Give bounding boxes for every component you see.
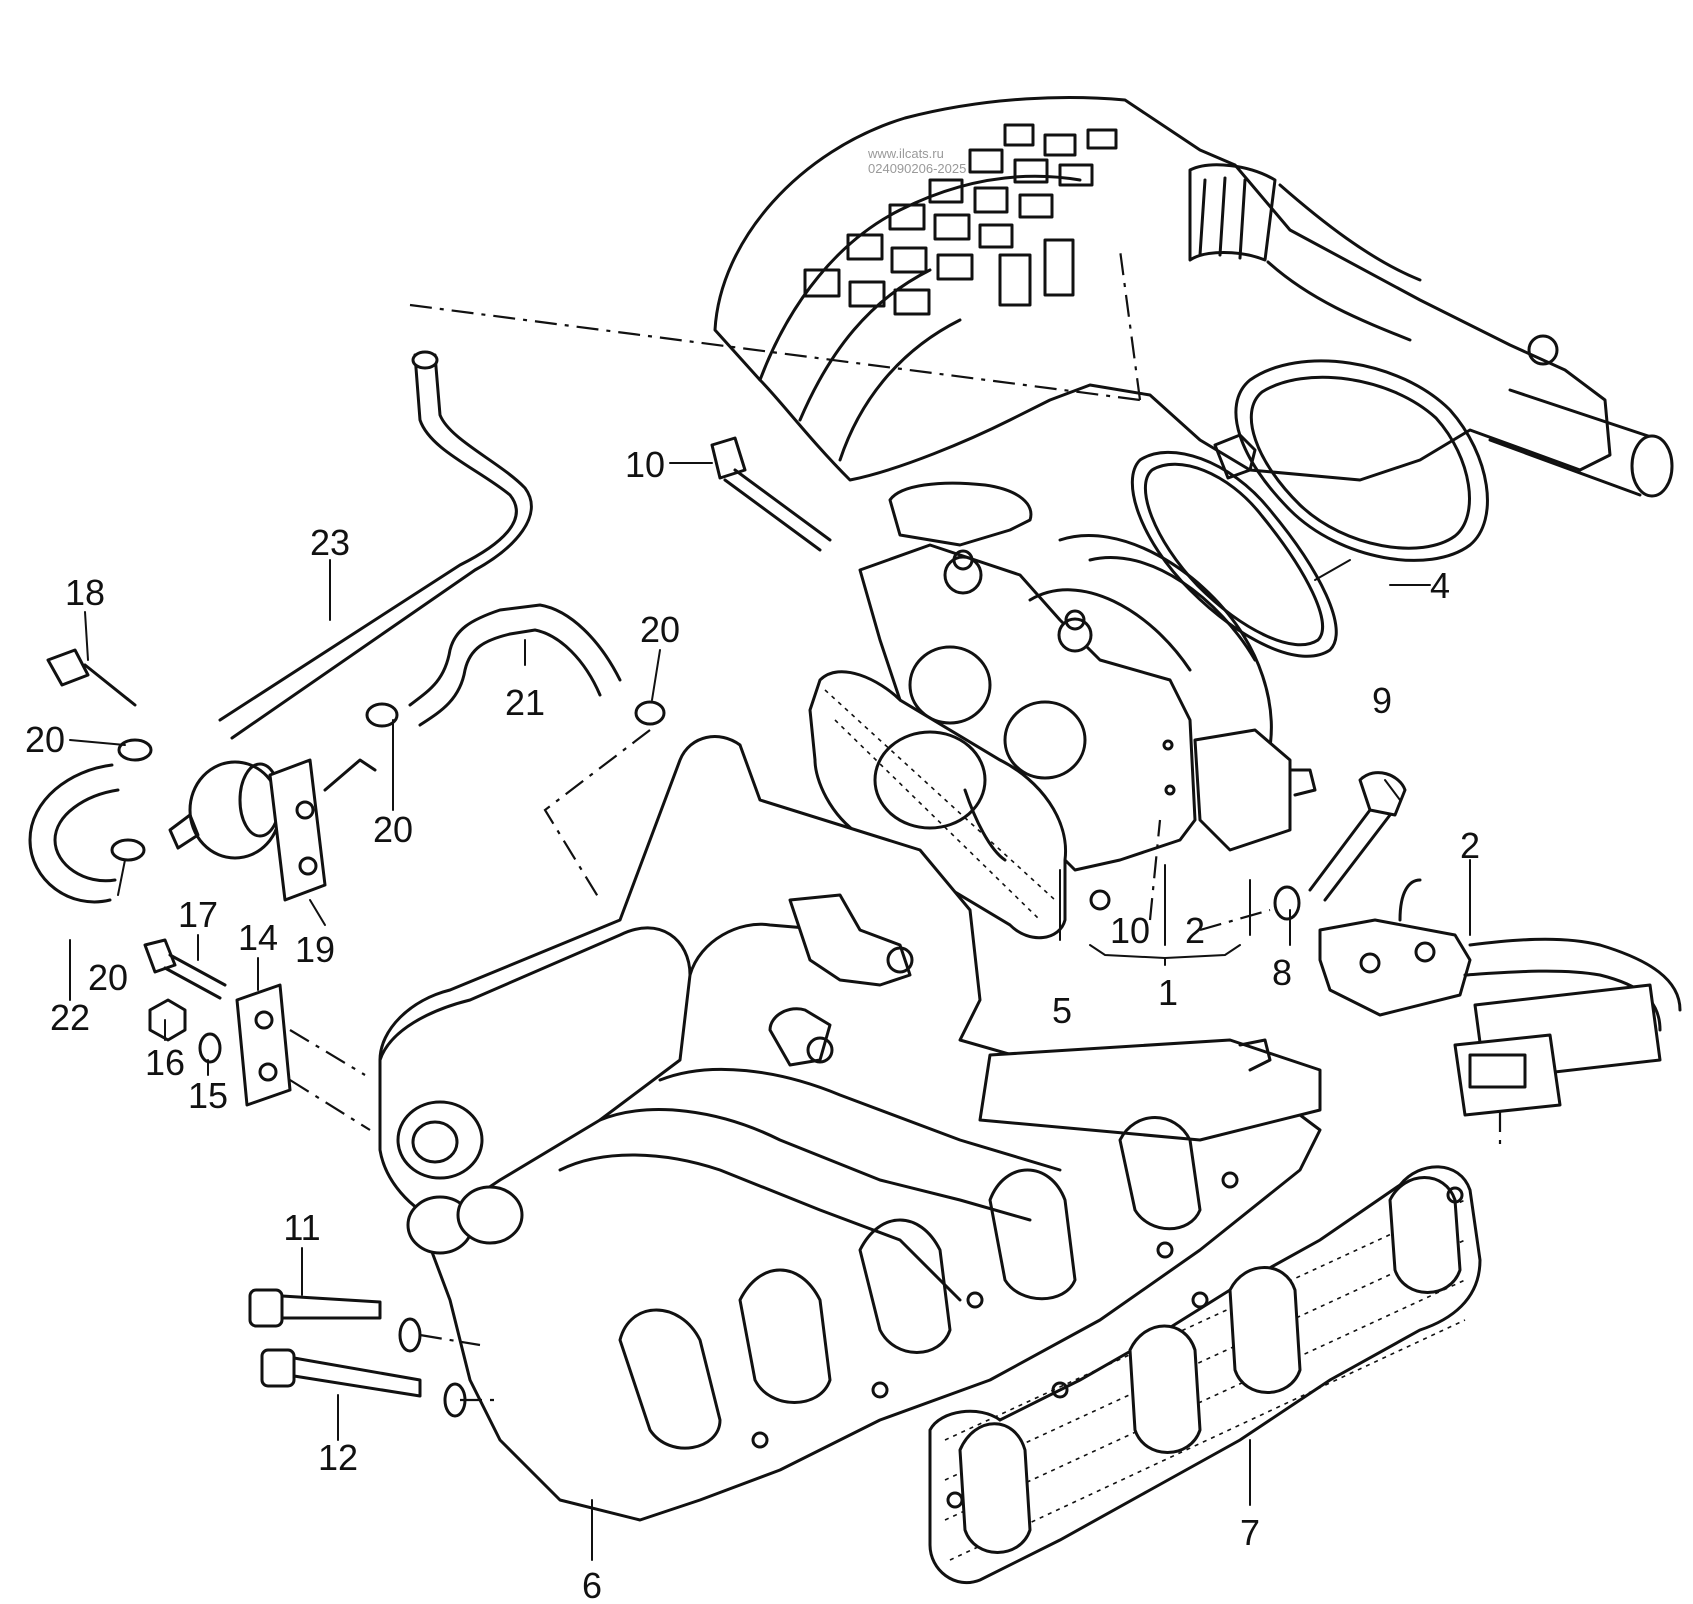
hose-clamp-lower-left	[110, 838, 146, 862]
watermark: www.ilcats.ru 024090206-2025	[867, 146, 966, 176]
air-intake-hood	[713, 96, 1674, 498]
callout-2-connector: 2	[1460, 825, 1480, 866]
callout-1: 1	[1158, 972, 1178, 1013]
bolt-17	[143, 938, 227, 1000]
throttle-connector	[1318, 878, 1682, 1117]
hose-21	[408, 603, 622, 727]
bolt-11	[248, 1288, 422, 1353]
screw-upper	[710, 436, 832, 552]
callout-6: 6	[582, 1565, 602, 1604]
callout-7: 7	[1240, 1512, 1260, 1553]
leader-lines	[69, 462, 1471, 1561]
assembly-lines	[289, 249, 1502, 1402]
callout-14: 14	[238, 917, 278, 958]
callout-20-top-left: 20	[25, 719, 65, 760]
seal-ring	[1130, 359, 1489, 658]
throttle-body	[858, 481, 1317, 911]
hood-outlet-pipe	[1488, 334, 1674, 498]
callout-9: 9	[1372, 680, 1392, 721]
washer-15	[198, 1032, 222, 1064]
hose-clamp-middle	[365, 702, 399, 728]
callout-5: 5	[1052, 990, 1072, 1031]
washer-8	[1273, 885, 1301, 921]
callouts: 1 2 2 4 5 6 7 8 9 10 10 11 12 14 15 16 1…	[25, 444, 1480, 1604]
bolt-12	[260, 1348, 467, 1418]
callout-12: 12	[318, 1437, 358, 1478]
callout-21: 21	[505, 682, 545, 723]
callout-11: 11	[283, 1207, 320, 1248]
hose-22	[28, 763, 120, 904]
callout-4: 4	[1430, 565, 1450, 606]
vacuum-unit-19	[168, 758, 377, 902]
hose-clamp-top-left	[117, 738, 153, 762]
manifold-gasket	[928, 1165, 1482, 1585]
callout-16: 16	[145, 1042, 185, 1083]
callout-23: 23	[310, 522, 350, 563]
bolt-9	[1308, 771, 1407, 902]
callout-19: 19	[295, 929, 335, 970]
callout-10-screw: 10	[625, 444, 665, 485]
callout-22: 22	[50, 997, 90, 1038]
callout-20-lower-left: 20	[88, 957, 128, 998]
callout-10-throttle: 10	[1110, 910, 1150, 951]
hose-clamp-right	[634, 700, 666, 726]
nut-16	[148, 998, 187, 1042]
callout-2-throttle: 2	[1185, 910, 1205, 951]
callout-15: 15	[188, 1075, 228, 1116]
hose-23	[218, 350, 533, 740]
callout-8: 8	[1272, 952, 1292, 993]
bolt-18	[46, 648, 137, 707]
callout-20-right: 20	[640, 609, 680, 650]
intake-boot	[1188, 163, 1422, 342]
watermark-line-2: 024090206-2025	[868, 161, 966, 176]
callout-18: 18	[65, 572, 105, 613]
throttle-gasket	[808, 670, 1068, 940]
intake-manifold	[378, 735, 1322, 1522]
callout-20-middle: 20	[373, 809, 413, 850]
watermark-line-1: www.ilcats.ru	[867, 146, 944, 161]
callout-17: 17	[178, 894, 218, 935]
bracket-14	[235, 983, 292, 1107]
